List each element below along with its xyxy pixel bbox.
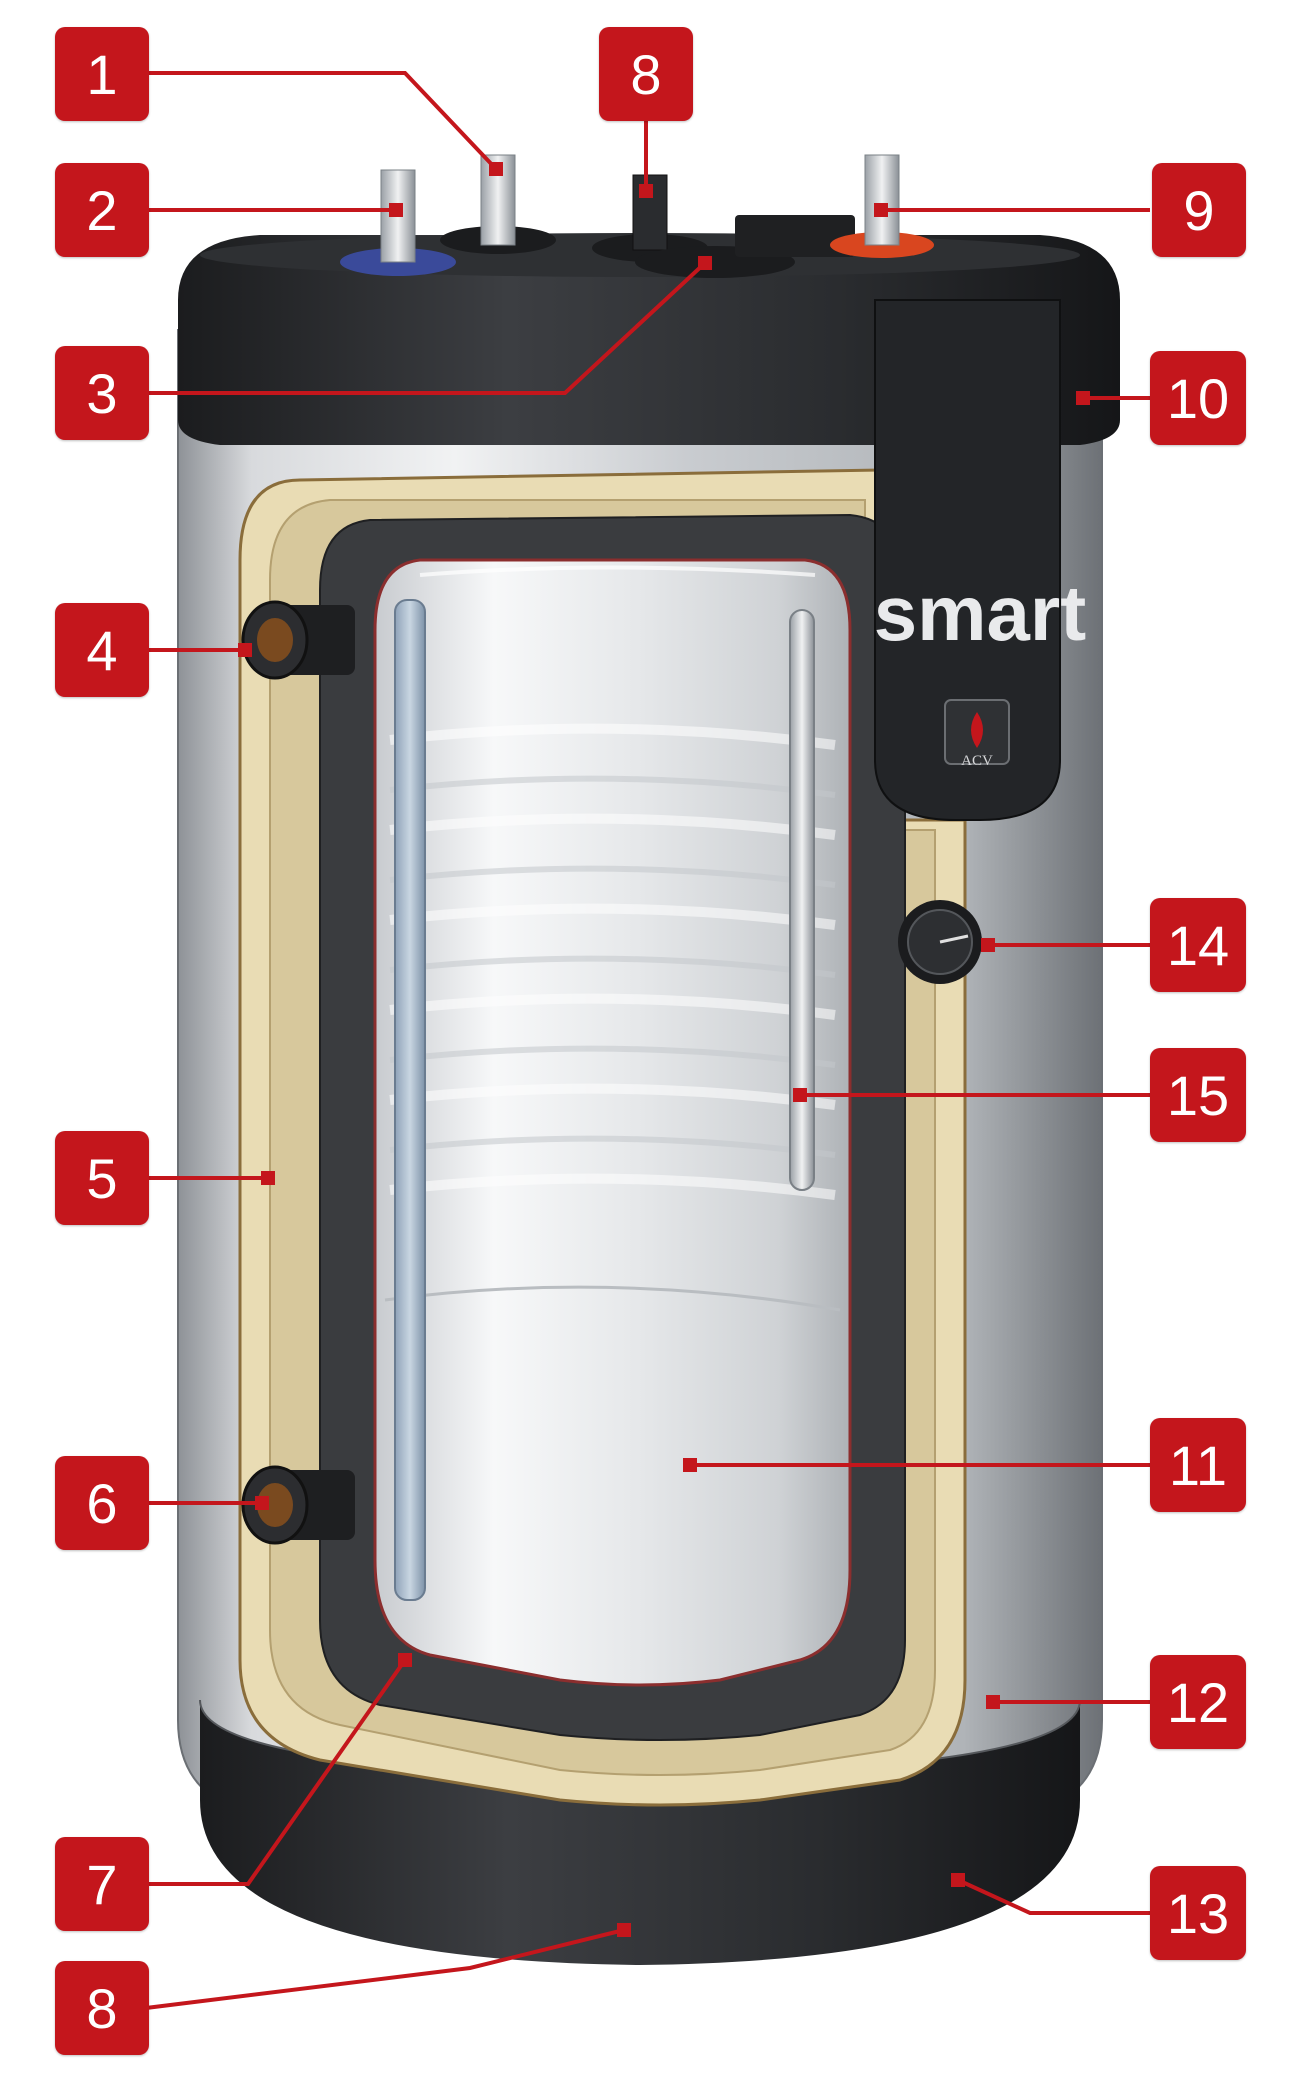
- thermometer-dial: [898, 900, 982, 984]
- flame-icon: [971, 712, 983, 748]
- callout-badge-14: 14: [1150, 898, 1246, 992]
- callout-badge-5: 5: [55, 1131, 149, 1225]
- callout-badge-8-bottom: 8: [55, 1961, 149, 2055]
- lower-side-connector: [241, 1465, 355, 1545]
- callout-badge-2: 2: [55, 163, 149, 257]
- leader-7: [146, 1658, 407, 1886]
- leader-8-bottom: [145, 1928, 625, 2010]
- acv-logo-text: ACV: [961, 753, 993, 769]
- callout-badge-4: 4: [55, 603, 149, 697]
- callout-badge-9: 9: [1152, 163, 1246, 257]
- leader-lines: [145, 71, 1150, 2010]
- coil-ripples: [389, 723, 836, 1200]
- top-connections: [340, 154, 934, 278]
- heat-exchanger-pipe: [394, 599, 426, 1601]
- callout-badge-7: 7: [55, 1837, 149, 1931]
- upper-side-connector: [241, 600, 355, 680]
- leader-3: [146, 261, 707, 395]
- callout-badge-1: 1: [55, 27, 149, 121]
- callout-badge-12: 12: [1150, 1655, 1246, 1749]
- control-panel: smart ACV: [874, 299, 1086, 821]
- sensor-well-tube: [789, 609, 815, 1191]
- callout-badge-10: 10: [1150, 351, 1246, 445]
- callout-badge-11: 11: [1150, 1418, 1246, 1512]
- leader-13: [957, 1878, 1150, 1915]
- callout-badge-15: 15: [1150, 1048, 1246, 1142]
- leader-1: [146, 71, 499, 172]
- leader-markers: [238, 162, 1090, 1937]
- callout-badge-13: 13: [1150, 1866, 1246, 1960]
- callout-badge-8-top: 8: [599, 27, 693, 121]
- callout-badge-6: 6: [55, 1456, 149, 1550]
- inner-tank: [373, 558, 852, 1687]
- callout-badge-3: 3: [55, 346, 149, 440]
- brand-logo-text: smart: [874, 569, 1086, 657]
